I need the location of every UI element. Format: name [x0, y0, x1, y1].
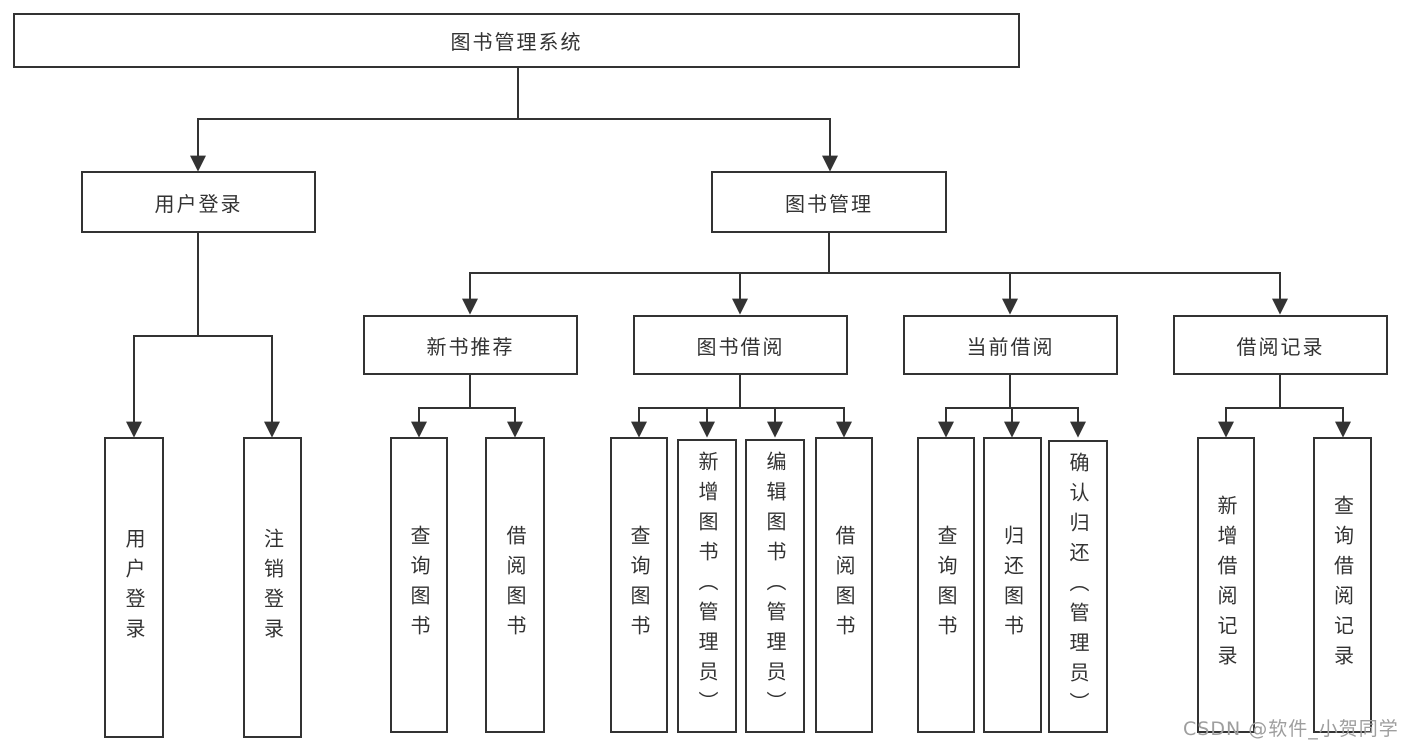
node-leaf-borrow-books-1: 借阅图书 [485, 437, 545, 733]
node-label: 用户登录 [122, 527, 146, 648]
node-label: 借阅图书 [832, 525, 856, 645]
node-label: 归还图书 [1000, 525, 1025, 645]
node-new-book-recommend: 新书推荐 [363, 315, 578, 375]
node-label: 确认归还（管理员） [1066, 451, 1090, 722]
node-borrow-records: 借阅记录 [1173, 315, 1388, 375]
node-leaf-query-books-3: 查询图书 [917, 437, 975, 733]
node-label: 新书推荐 [426, 334, 515, 359]
node-book-management: 图书管理 [711, 171, 947, 233]
node-leaf-return-books: 归还图书 [983, 437, 1042, 733]
node-leaf-confirm-return-admin: 确认归还（管理员） [1048, 440, 1108, 733]
node-leaf-query-books-1: 查询图书 [390, 437, 448, 733]
csdn-watermark: CSDN @软件_小贺同学 [1183, 718, 1399, 740]
node-leaf-add-borrow-record: 新增借阅记录 [1197, 437, 1255, 733]
node-label: 图书管理 [785, 191, 873, 216]
node-label: 编辑图书（管理员） [763, 451, 787, 721]
node-label: 图书借阅 [696, 334, 785, 359]
node-root-library-management-system: 图书管理系统 [13, 13, 1020, 68]
node-label: 查询图书 [934, 525, 958, 645]
node-label: 新增借阅记录 [1214, 495, 1238, 675]
node-label: 用户登录 [154, 191, 243, 216]
node-leaf-logout: 注销登录 [243, 437, 302, 738]
node-leaf-borrow-books-2: 借阅图书 [815, 437, 873, 733]
node-label: 借阅图书 [503, 525, 527, 645]
node-book-borrow: 图书借阅 [633, 315, 848, 375]
node-leaf-query-borrow-record: 查询借阅记录 [1313, 437, 1372, 733]
node-label: 新增图书（管理员） [695, 451, 719, 721]
node-label: 图书管理系统 [450, 30, 583, 54]
node-leaf-add-book-admin: 新增图书（管理员） [677, 439, 737, 733]
node-user-login: 用户登录 [81, 171, 316, 233]
node-leaf-user-login: 用户登录 [104, 437, 164, 738]
node-label: 注销登录 [260, 527, 285, 648]
node-label: 借阅记录 [1236, 334, 1325, 359]
node-label: 查询图书 [627, 525, 651, 645]
node-leaf-edit-book-admin: 编辑图书（管理员） [745, 439, 805, 733]
node-leaf-query-books-2: 查询图书 [610, 437, 668, 733]
node-label: 当前借阅 [966, 334, 1055, 359]
node-label: 查询图书 [407, 525, 431, 645]
node-current-borrow: 当前借阅 [903, 315, 1118, 375]
node-label: 查询借阅记录 [1330, 495, 1355, 675]
